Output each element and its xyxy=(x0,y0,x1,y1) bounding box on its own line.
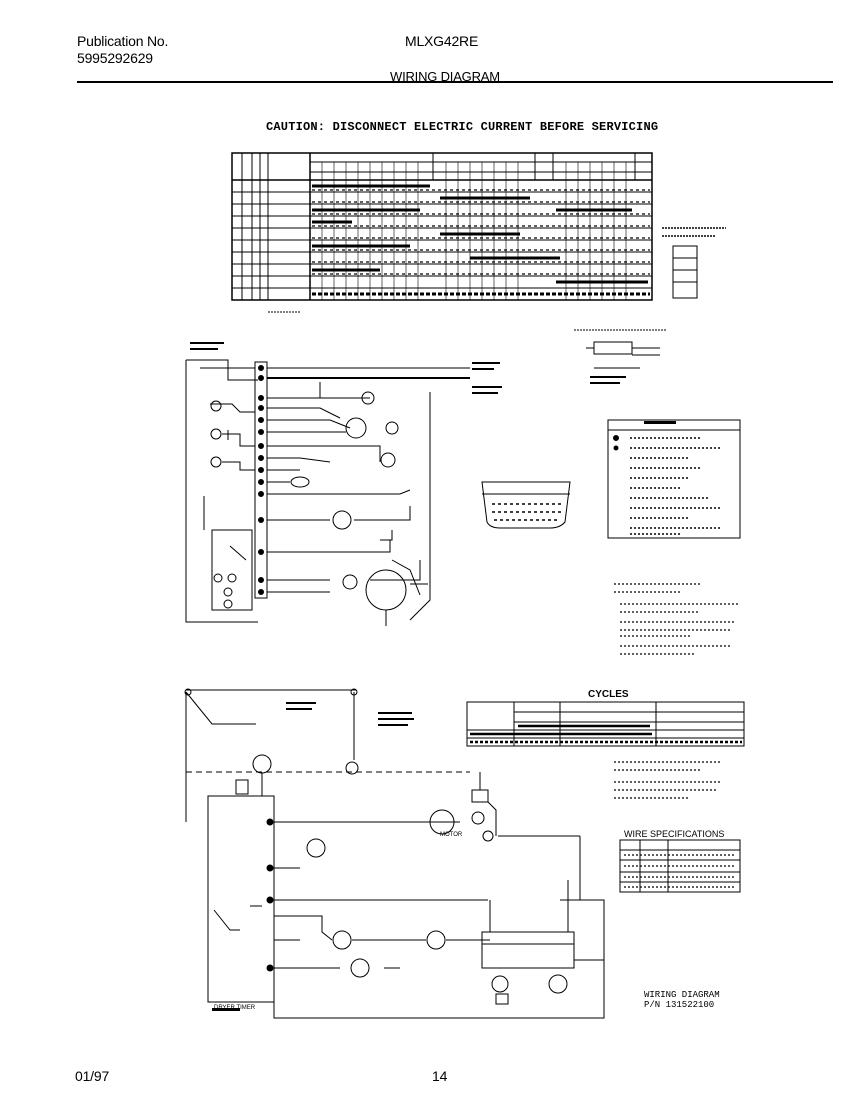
dryer-timer-label: DRYER TIMER xyxy=(214,1005,256,1011)
splice-detail xyxy=(574,329,666,369)
dryer-schematic xyxy=(184,688,605,1019)
caution-text: CAUTION: DISCONNECT ELECTRIC CURRENT BEF… xyxy=(266,120,659,134)
wire-codes-legend xyxy=(607,419,741,539)
tub-sketch xyxy=(481,481,571,529)
wire-spec-title: WIRE SPECIFICATIONS xyxy=(624,829,725,839)
publication-label: Publication No. xyxy=(77,33,169,49)
diagram-caption-line2: P/N 131522100 xyxy=(644,1000,715,1010)
model-number: MLXG42RE xyxy=(405,33,479,49)
notes-block xyxy=(614,583,740,655)
washer-schematic xyxy=(185,359,470,626)
footer-date: 01/97 xyxy=(75,1068,110,1084)
motor-label: MOTOR xyxy=(440,832,463,838)
publication-number: 5995292629 xyxy=(77,50,153,66)
diagram-caption-line1: WIRING DIAGRAM xyxy=(644,990,720,1000)
timer-sequence-chart xyxy=(231,152,726,313)
wire-spec-table xyxy=(619,839,741,893)
footer-page: 14 xyxy=(432,1068,448,1084)
header-rule xyxy=(77,81,833,83)
cycles-title: CYCLES xyxy=(588,689,629,700)
cycles-chart xyxy=(466,701,745,799)
section-title: WIRING DIAGRAM xyxy=(390,69,500,84)
